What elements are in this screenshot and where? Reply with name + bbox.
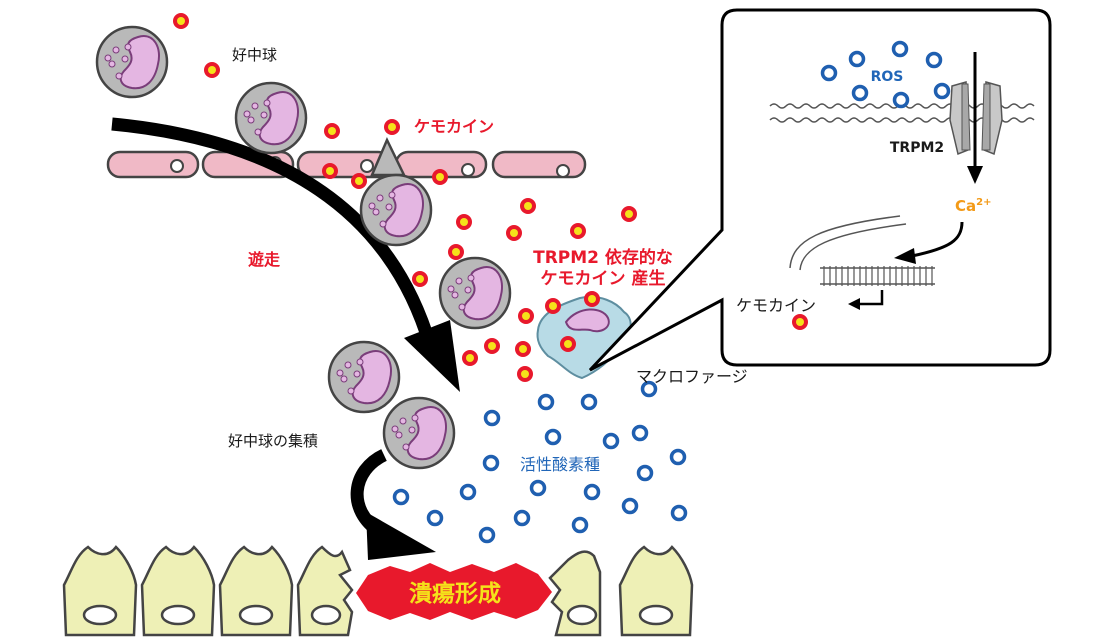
neutrophil-cells xyxy=(95,25,512,470)
trpm2-label: TRPM2 xyxy=(890,140,944,156)
accumulation-arrow xyxy=(350,449,436,560)
blood-vessel xyxy=(106,150,587,179)
epithelial-cells xyxy=(62,545,694,637)
trpm2-dependent-label-line2: ケモカイン 産生 xyxy=(541,268,666,289)
ulcer-shape: 潰瘍形成 xyxy=(356,563,552,620)
dna-helix xyxy=(820,266,935,286)
calcium-label: Ca2+ xyxy=(955,197,991,215)
trpm2-dependent-label-line1: TRPM2 依存的な xyxy=(533,247,673,268)
ros-inset-label: ROS xyxy=(871,69,904,85)
ulcer-label: 潰瘍形成 xyxy=(409,580,501,607)
chemokine-label: ケモカイン xyxy=(414,117,494,136)
neutrophil-accumulation-label: 好中球の集積 xyxy=(228,432,318,450)
ros-label: 活性酸素種 xyxy=(520,455,600,474)
neutrophil-label: 好中球 xyxy=(232,46,277,64)
trpm2-channel xyxy=(949,81,1003,156)
migration-arrow xyxy=(111,117,460,392)
inset-chemokine-label: ケモカイン xyxy=(736,296,816,315)
trpm2-inset-panel: ROS TRPM2 Ca2+ ケモカイン xyxy=(588,8,1052,372)
migration-label: 遊走 xyxy=(248,250,280,269)
macrophage-label: マクロファージ xyxy=(636,367,748,386)
